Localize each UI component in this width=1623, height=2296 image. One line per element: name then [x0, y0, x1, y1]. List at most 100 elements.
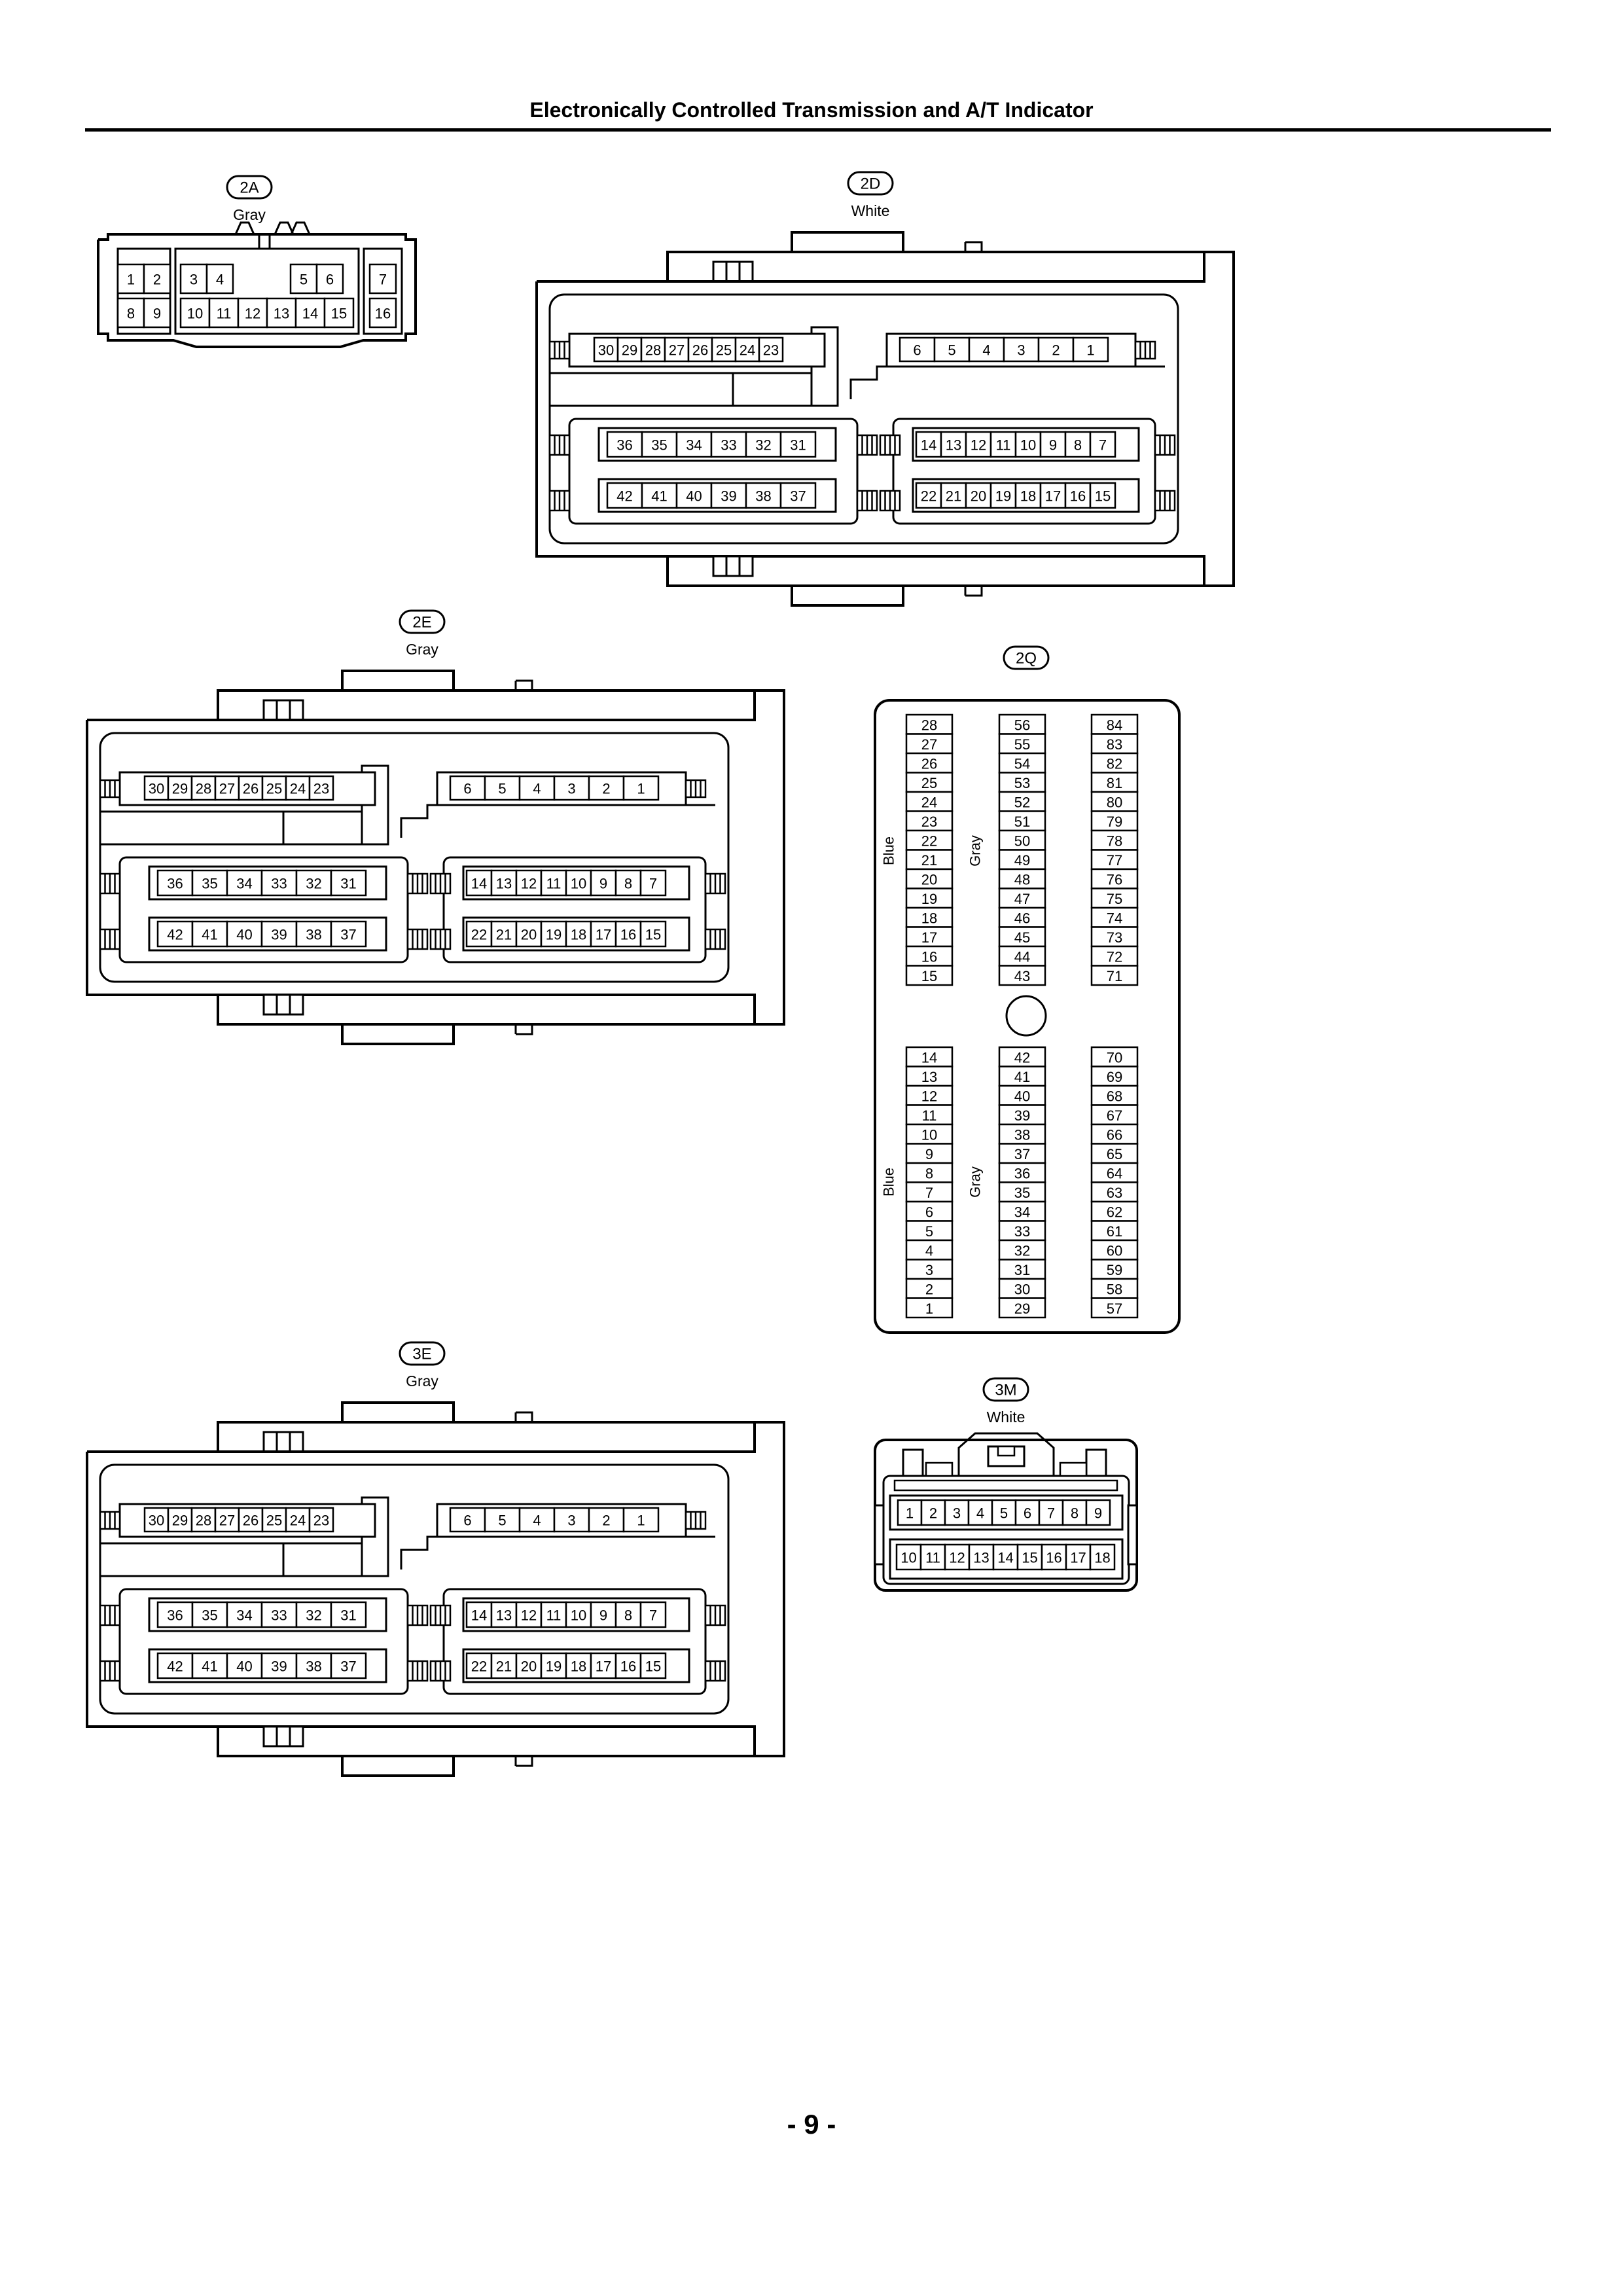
pin: 82	[1107, 755, 1122, 772]
pin: 41	[651, 488, 667, 505]
pin: 6	[925, 1204, 933, 1220]
connector-code: 2E	[412, 614, 431, 632]
outline	[998, 906, 1046, 928]
pin: 12	[921, 1088, 937, 1104]
pin: 6	[463, 1513, 471, 1529]
outline	[905, 1143, 954, 1164]
pin: 19	[546, 927, 562, 943]
pin: 34	[236, 876, 252, 892]
pin: 12	[521, 876, 537, 892]
pin: 15	[645, 927, 661, 943]
pin: 18	[571, 927, 586, 943]
pin: 3	[190, 272, 198, 288]
pin: 7	[379, 272, 387, 288]
housing-color-label: Gray	[967, 835, 984, 867]
pin: 18	[1094, 1550, 1110, 1566]
outline	[998, 752, 1046, 774]
pin: 83	[1107, 736, 1122, 753]
outline	[998, 849, 1046, 870]
outline	[156, 1601, 194, 1628]
outline	[639, 869, 667, 897]
pin: 14	[471, 876, 487, 892]
outline	[902, 1448, 924, 1477]
pin: 71	[1107, 968, 1122, 984]
outline	[641, 482, 678, 509]
outline	[516, 1411, 533, 1422]
pin: 25	[266, 1513, 282, 1529]
pin: 39	[721, 488, 736, 505]
pin: 65	[1107, 1146, 1122, 1162]
pin: 22	[471, 927, 487, 943]
pin: 22	[921, 833, 937, 849]
pin: 68	[1107, 1088, 1122, 1104]
pin: 1	[906, 1505, 914, 1522]
pin: 16	[921, 948, 937, 965]
outline	[1090, 906, 1139, 928]
pin: 33	[271, 1607, 287, 1624]
outline	[290, 221, 311, 235]
pin: 30	[598, 342, 614, 359]
outline	[540, 1601, 567, 1628]
pin: 1	[127, 272, 135, 288]
outline	[675, 431, 713, 458]
pin: 31	[790, 437, 806, 454]
pin: 70	[1107, 1049, 1122, 1066]
connector-code: 3M	[995, 1382, 1016, 1399]
pin: 40	[1014, 1088, 1030, 1104]
pin: 37	[790, 488, 806, 505]
outline	[226, 1601, 263, 1628]
pin: 26	[692, 342, 708, 359]
pin: 13	[274, 306, 289, 322]
pin: 11	[922, 1107, 937, 1124]
outline	[1059, 1462, 1088, 1477]
pin: 39	[271, 1659, 287, 1675]
outline	[308, 775, 334, 801]
outline	[261, 1507, 287, 1533]
outline	[1090, 965, 1139, 986]
outline	[1090, 945, 1139, 967]
pin: 13	[496, 876, 512, 892]
outline	[484, 1507, 521, 1533]
pin: 31	[340, 1607, 356, 1624]
pin: 8	[127, 306, 135, 322]
pin: 18	[1020, 488, 1036, 505]
pin: 27	[219, 781, 235, 797]
outline	[214, 1507, 240, 1533]
outline	[905, 1046, 954, 1067]
outline	[143, 263, 171, 295]
pin: 53	[1014, 775, 1030, 791]
outline	[1090, 752, 1139, 774]
pin: 34	[686, 437, 702, 454]
outline	[967, 1499, 993, 1526]
page-number: - 9 -	[787, 2109, 836, 2140]
outline	[758, 336, 784, 363]
outline	[143, 1507, 169, 1533]
outline	[895, 1543, 922, 1571]
pin: 2	[1052, 342, 1060, 359]
pin: 17	[596, 927, 611, 943]
outline	[779, 482, 817, 509]
outline	[998, 1278, 1046, 1299]
outline	[1037, 336, 1075, 363]
pin: 35	[202, 876, 217, 892]
outline	[548, 372, 839, 407]
pin: 20	[521, 927, 537, 943]
pin: 21	[946, 488, 961, 505]
pin: 60	[1107, 1242, 1122, 1259]
pin: 20	[921, 871, 937, 888]
pin: 19	[995, 488, 1011, 505]
pin: 79	[1107, 814, 1122, 830]
pin: 5	[498, 781, 506, 797]
pin: 6	[463, 781, 471, 797]
outline	[330, 869, 367, 897]
pin: 41	[202, 927, 217, 943]
pin: 34	[236, 1607, 252, 1624]
housing-color-label: Blue	[881, 836, 897, 865]
outline	[639, 1652, 667, 1679]
header-rule	[85, 128, 1551, 132]
pin: 6	[326, 272, 334, 288]
pin: 1	[1086, 342, 1094, 359]
pin: 19	[546, 1659, 562, 1675]
